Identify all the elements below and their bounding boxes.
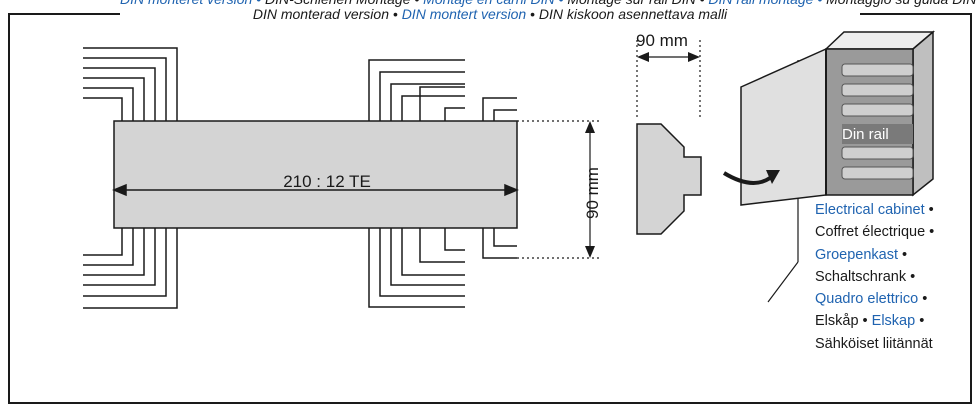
- caption-line-1-part-1: DIN-Schienen Montage •: [265, 0, 423, 7]
- caption-line-2: DIN monterad version • DIN montert versi…: [120, 6, 860, 22]
- cabinet-legend-item-4-part-1: •: [918, 291, 928, 308]
- cabinet-legend-item-0-part-0: Electrical cabinet: [815, 202, 925, 218]
- din-rail-highlight: [842, 124, 913, 144]
- depth-arrow-right: [688, 52, 700, 62]
- module-front-view: [83, 47, 517, 309]
- width-dimension-arrow: [112, 183, 519, 197]
- cabinet-legend-item-6-part-0: Sähköiset liitännät: [815, 335, 933, 352]
- caption-line-1-part-4: DIN rail montage •: [708, 0, 826, 7]
- cabinet-legend-item-5-part-0: Elskåp •: [815, 313, 872, 330]
- cabinet-legend: Electrical cabinet • Coffret électrique •…: [815, 199, 975, 355]
- module-side-profile: [636, 123, 702, 235]
- cabinet-legend-item: Quadro elettrico •: [815, 288, 975, 310]
- caption-line-1: DIN monteret version • DIN-Schienen Mont…: [120, 0, 976, 7]
- depth-arrow-left: [637, 52, 649, 62]
- caption-line-1-part-2: Montaje en carril DIN •: [423, 0, 567, 7]
- cabinet-legend-item-2-part-0: Groepenkast: [815, 246, 899, 263]
- height-dimension-label: 90 mm: [583, 167, 602, 219]
- outer-frame: [8, 13, 972, 404]
- caption-line-2-part-2: • DIN kiskoon asennettava malli: [526, 6, 728, 22]
- height-arrow-top: [585, 121, 595, 133]
- caption-line-1-part-0: DIN monteret version •: [120, 0, 265, 7]
- insertion-arrow-icon: [722, 171, 772, 185]
- cabinet-legend-item-1-part-0: Coffret électrique •: [815, 224, 935, 241]
- cabinet-legend-item-3-part-0: Schaltschrank •: [815, 268, 916, 285]
- caption-line-1-part-3: Montage sur rail DIN •: [567, 0, 708, 7]
- cabinet-legend-item: Electrical cabinet •: [815, 199, 975, 221]
- height-dimension: [517, 120, 600, 259]
- cabinet-legend-item: Sähköiset liitännät: [815, 333, 975, 355]
- insertion-arrow-head: [766, 170, 780, 184]
- cabinet-legend-item-2-part-1: •: [898, 246, 908, 263]
- cabinet-legend-item-4-part-0: Quadro elettrico: [815, 291, 919, 308]
- height-arrow-bottom: [585, 246, 595, 258]
- caption-line-2-part-1: DIN montert version: [401, 6, 527, 22]
- cabinet-legend-item: Groepenkast •: [815, 244, 975, 266]
- caption-line-2-part-0: DIN monterad version •: [252, 6, 402, 22]
- cabinet-rails: [841, 63, 914, 180]
- cabinet-legend-item: Schaltschrank •: [815, 266, 975, 288]
- width-dimension-label: 210 : 12 TE: [283, 172, 371, 191]
- din-rail-label: Din rail: [842, 126, 889, 143]
- caption-line-1-part-5: Montaggio su guida DIN: [826, 0, 976, 7]
- cabinet-legend-item: Coffret électrique •: [815, 221, 975, 243]
- cabinet-legend-item-0-part-1: •: [924, 202, 934, 218]
- cabinet-legend-item: Elskåp • Elskap •: [815, 310, 975, 332]
- module-body: [113, 120, 518, 229]
- cabinet-side-face: [912, 30, 934, 197]
- depth-dimension-label: 90 mm: [636, 31, 688, 50]
- depth-dimension: [636, 40, 701, 120]
- cabinet-legend-item-5-part-1: Elskap: [871, 313, 916, 330]
- cabinet-legend-item-5-part-2: •: [915, 313, 925, 330]
